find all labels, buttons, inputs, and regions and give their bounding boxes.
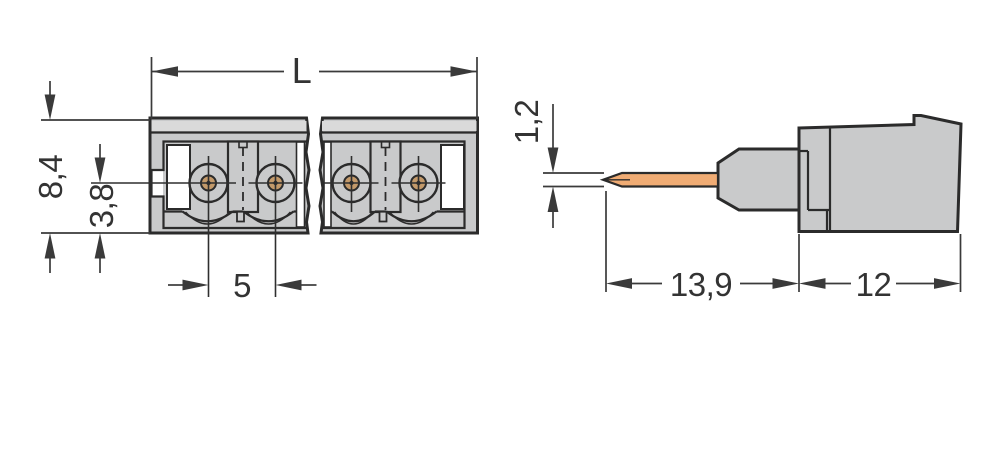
terminal-strip-top-view xyxy=(91,116,479,297)
arrowhead-left xyxy=(606,278,632,289)
divider-block-2 xyxy=(369,140,402,223)
connector-body-seams xyxy=(799,128,832,232)
arrowhead-right xyxy=(450,66,477,77)
dim-label-pin-axis-offset: 3,8 xyxy=(83,184,120,228)
top-band-segment-1 xyxy=(151,121,307,131)
solder-pin xyxy=(599,171,720,188)
end-opening-right xyxy=(440,144,465,210)
dim-label-housing-depth: 12 xyxy=(856,266,892,303)
connector-nozzle xyxy=(716,147,801,212)
arrowhead-down xyxy=(94,157,106,183)
dimension-housing-depth-12: 12 xyxy=(799,234,962,303)
break-cut-strip-right xyxy=(323,141,332,228)
dimension-pin-protrusion-13-9: 13,9 xyxy=(605,191,800,303)
dim-label-housing-height: 8,4 xyxy=(32,155,69,200)
connector-body xyxy=(797,114,963,233)
dim-label-total-length: L xyxy=(292,50,312,91)
dimension-pin-axis-offset-3-8: 3,8 xyxy=(83,144,120,273)
arrowhead-up xyxy=(94,233,106,259)
crosshair-lines xyxy=(91,156,446,297)
dim-label-pin-thickness: 1,2 xyxy=(508,100,545,144)
bottom-tab-2 xyxy=(378,212,388,223)
dim-label-pin-protrusion: 13,9 xyxy=(670,266,732,303)
arrowhead-down xyxy=(547,147,559,173)
break-cut-strip-left xyxy=(295,141,306,228)
scalloped-floor-segment-1 xyxy=(163,210,297,225)
scalloped-floor-segment-2 xyxy=(331,210,465,225)
arrowhead-down xyxy=(44,94,56,120)
dimension-total-length-L: L xyxy=(150,50,478,119)
dimension-pin-pitch-5: 5 xyxy=(168,267,317,304)
end-opening-left xyxy=(166,144,191,210)
arrowhead-left xyxy=(799,278,826,289)
divider-block-1 xyxy=(226,140,260,223)
arrowhead-right xyxy=(182,279,209,291)
bottom-tab-1 xyxy=(236,212,245,223)
arrowhead-left xyxy=(275,279,302,291)
arrowhead-up xyxy=(547,186,559,212)
top-band-segment-2 xyxy=(322,121,477,131)
arrowhead-up xyxy=(44,233,56,259)
dimension-housing-height-8-4: 8,4 xyxy=(32,81,150,273)
connector-side-view xyxy=(599,114,963,233)
arrowhead-right xyxy=(934,278,961,289)
arrowhead-left xyxy=(151,66,178,77)
arrowhead-right xyxy=(772,278,799,289)
dimension-pin-thickness-1-2: 1,2 xyxy=(508,100,604,228)
dim-label-pin-pitch: 5 xyxy=(233,267,251,304)
